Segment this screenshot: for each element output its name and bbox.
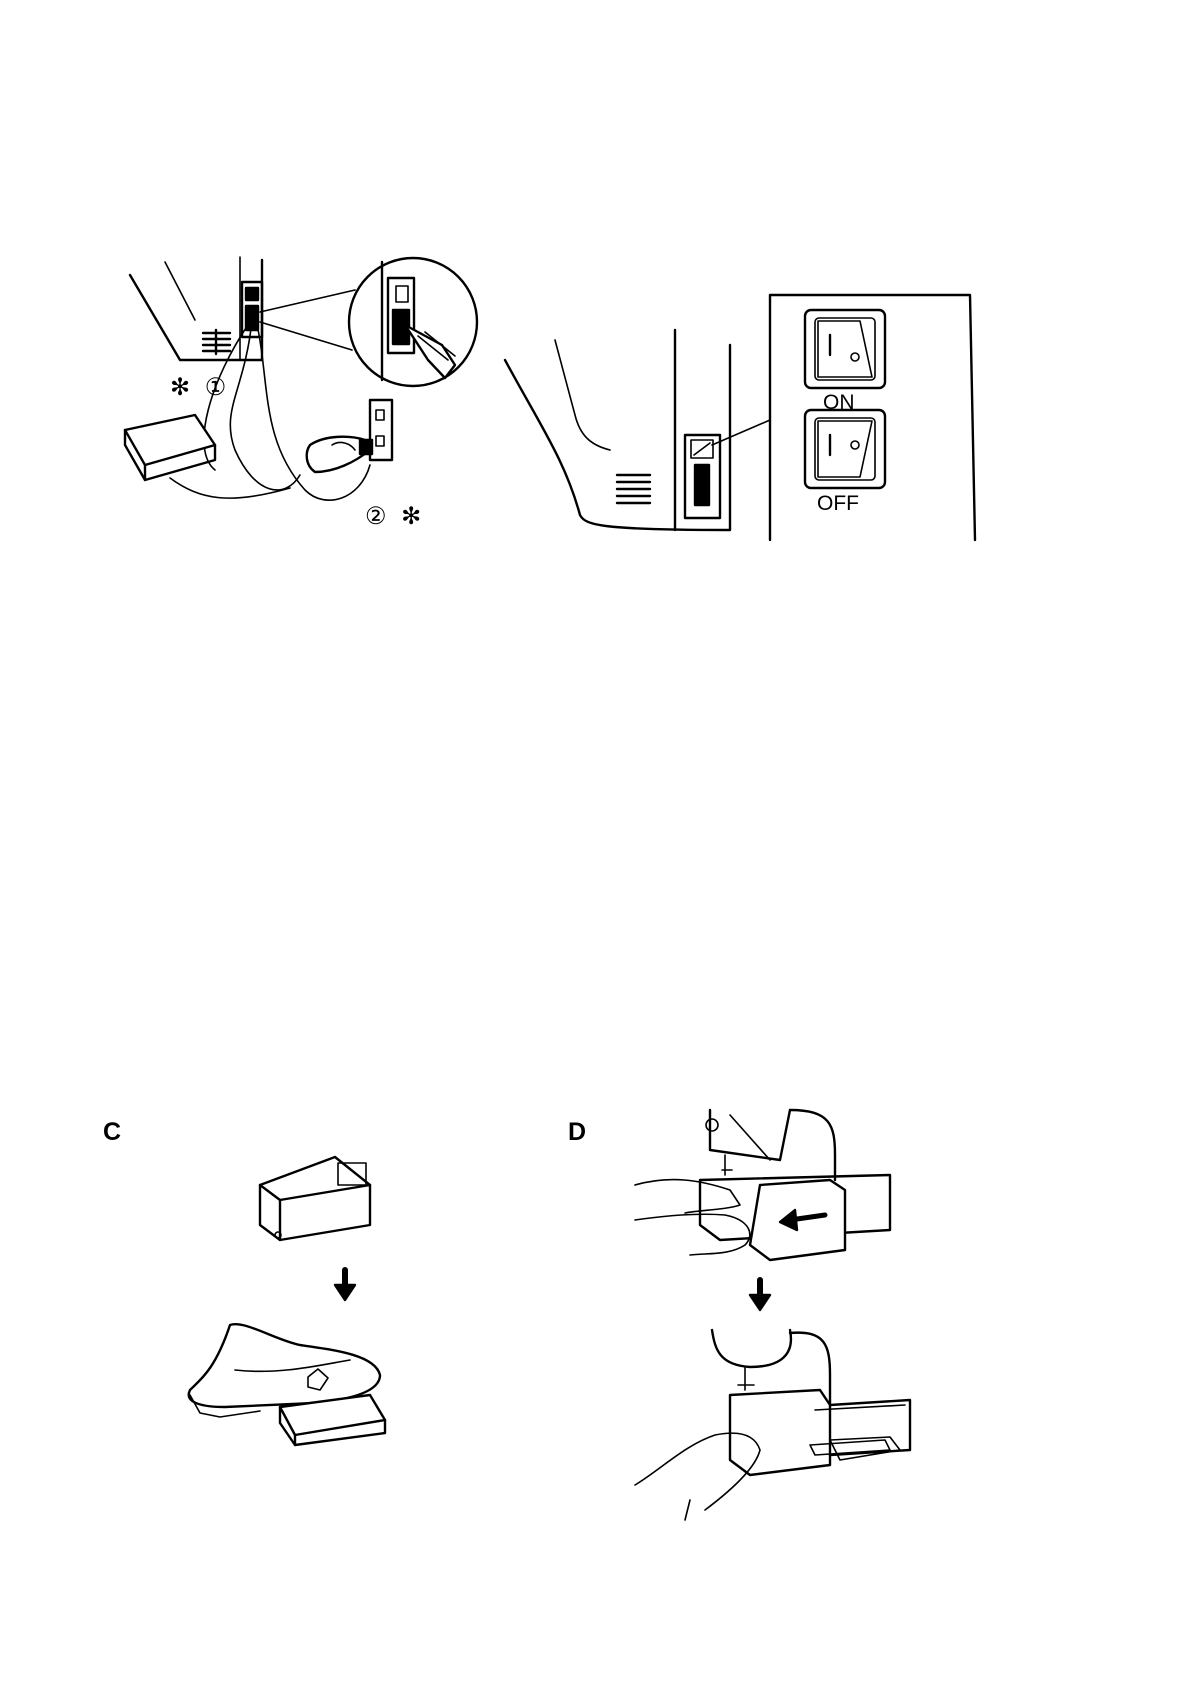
callout-step-1: ✻ ① (170, 373, 230, 402)
switch-off-label: OFF (817, 492, 859, 516)
foot-control-illustration (160, 1145, 420, 1465)
figure-foot-control (160, 1145, 420, 1465)
accessory-table-illustration (630, 1105, 940, 1525)
figure-c-letter: C (103, 1118, 121, 1147)
switch-on-graphic (805, 310, 885, 388)
power-switch-illustration (500, 285, 990, 545)
switch-off-graphic (805, 410, 885, 488)
figure-power-connection: ✻ ① ② ✻ (70, 240, 470, 550)
vent-slots-b (617, 475, 650, 503)
vent-slots-a (203, 330, 230, 354)
figure-accessory-table (630, 1105, 940, 1525)
figure-power-switch: ON OFF (500, 285, 990, 545)
callout-step-2: ② ✻ (365, 502, 425, 531)
figure-d-letter: D (568, 1118, 586, 1147)
switch-on-label: ON (823, 391, 855, 415)
